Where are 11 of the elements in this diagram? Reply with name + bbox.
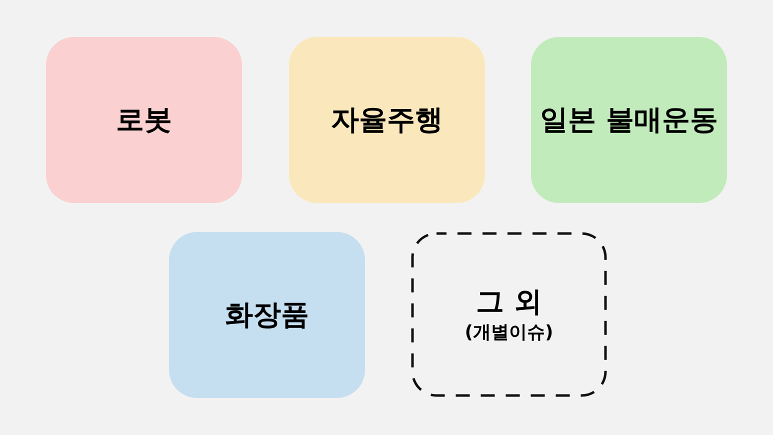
dashed-card — [411, 232, 607, 397]
category-note: (개별이슈) — [464, 322, 554, 344]
category-card — [531, 37, 727, 203]
category-card — [46, 37, 242, 203]
category-card — [289, 37, 485, 203]
category-card — [169, 232, 365, 398]
category-label: 자율주행 — [331, 104, 443, 136]
category-label: 그 외 — [476, 286, 542, 318]
category-label: 화장품 — [225, 298, 309, 332]
category-label: 로봇 — [116, 104, 172, 136]
category-label: 일본 불매운동 — [540, 104, 718, 136]
